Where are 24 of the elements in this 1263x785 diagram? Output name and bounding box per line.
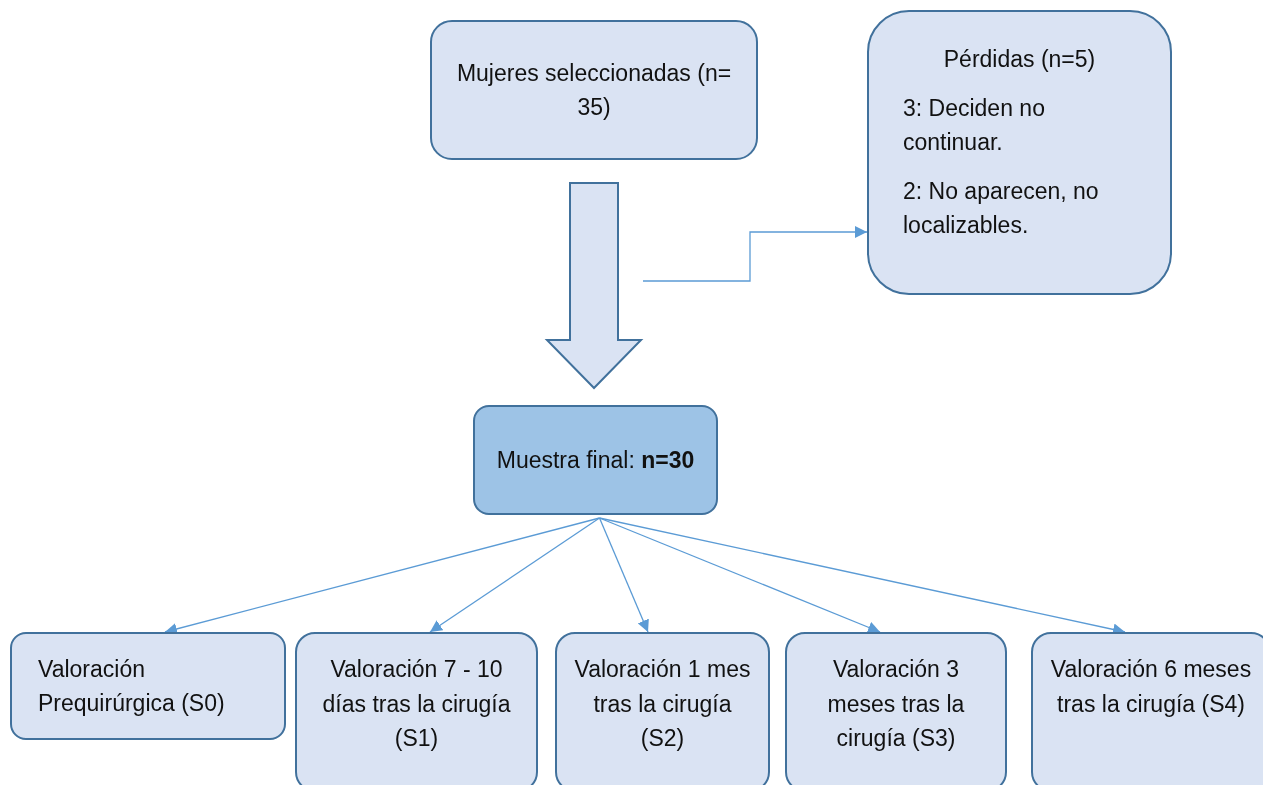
arrow xyxy=(598,517,881,634)
process-box xyxy=(430,20,758,160)
node-text: 2: No aparecen, no localizables. xyxy=(903,176,1100,240)
arrow xyxy=(164,517,601,635)
node-text: Valoración 6 meses tras la cirugía (S4) xyxy=(1049,655,1253,719)
node-text: Pérdidas (n=5) xyxy=(942,45,1097,74)
result-box xyxy=(473,405,718,515)
node-text: Valoración 7 - 10 días tras la cirugía (S1) xyxy=(321,655,512,753)
node-text: 3: Deciden no continuar. xyxy=(903,93,1046,157)
process-box xyxy=(555,632,770,785)
process-box xyxy=(867,10,1172,295)
process-box xyxy=(785,632,1007,785)
block-arrow xyxy=(544,182,644,390)
node-text: Valoración Prequirúrgica (S0) xyxy=(38,654,226,718)
arrow xyxy=(429,517,601,633)
arrow xyxy=(642,226,868,282)
node-text: Mujeres seleccionadas (n= 35) xyxy=(455,58,733,122)
node-text: Muestra final: n=30 xyxy=(495,445,696,475)
node-text: Valoración 1 mes tras la cirugía (S2) xyxy=(573,655,752,753)
node-text: Valoración 3 meses tras la cirugía (S3) xyxy=(826,655,966,753)
process-box xyxy=(295,632,538,785)
process-box xyxy=(10,632,286,740)
process-box xyxy=(1031,632,1263,785)
arrow xyxy=(598,517,649,633)
